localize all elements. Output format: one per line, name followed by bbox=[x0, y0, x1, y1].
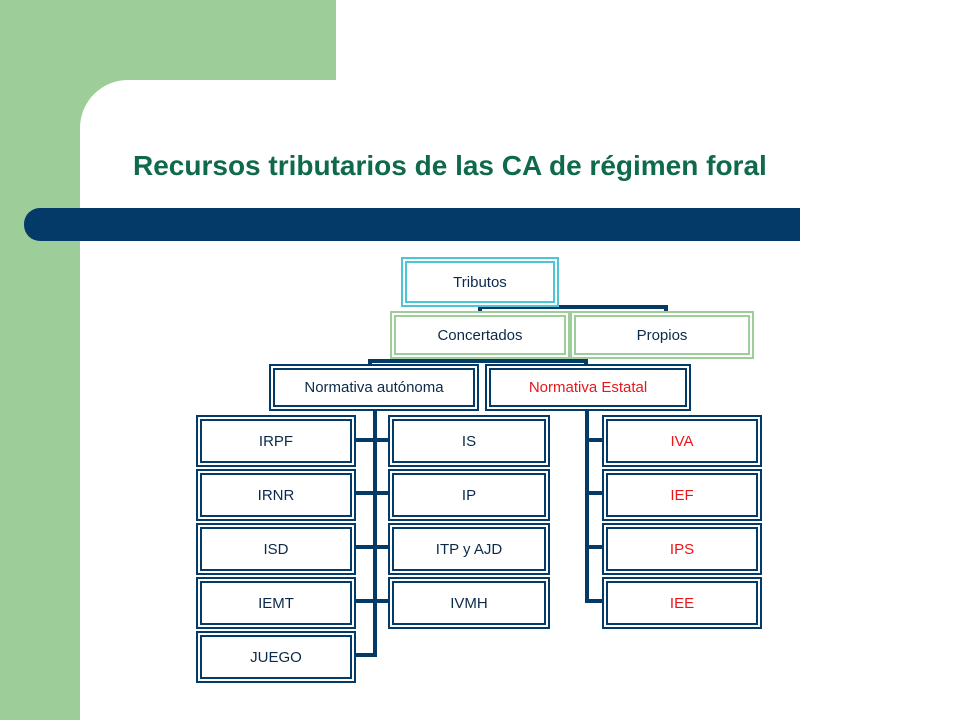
node-ief-label: IEF bbox=[670, 486, 694, 504]
node-iemt: IEMT bbox=[196, 577, 356, 629]
node-concertados: Concertados bbox=[390, 311, 570, 359]
node-iee: IEE bbox=[602, 577, 762, 629]
node-iva: IVA bbox=[602, 415, 762, 467]
node-concertados-label: Concertados bbox=[437, 326, 523, 344]
node-is: IS bbox=[388, 415, 550, 467]
node-iee-label: IEE bbox=[669, 594, 695, 612]
node-ief: IEF bbox=[602, 469, 762, 521]
node-itp-ajd: ITP y AJD bbox=[388, 523, 550, 575]
node-irpf-label: IRPF bbox=[258, 432, 294, 450]
node-itp-ajd-label: ITP y AJD bbox=[435, 540, 503, 558]
node-normativa-estatal: Normativa Estatal bbox=[485, 364, 691, 411]
node-ivmh: IVMH bbox=[388, 577, 550, 629]
node-juego: JUEGO bbox=[196, 631, 356, 683]
node-isd-label: ISD bbox=[263, 540, 289, 558]
node-ips-label: IPS bbox=[669, 540, 695, 558]
node-propios-label: Propios bbox=[636, 326, 688, 344]
node-ip-label: IP bbox=[461, 486, 477, 504]
node-ip: IP bbox=[388, 469, 550, 521]
node-tributos: Tributos bbox=[401, 257, 559, 307]
node-irpf: IRPF bbox=[196, 415, 356, 467]
title-underline-bar bbox=[24, 208, 800, 241]
node-normativa-autonoma: Normativa autónoma bbox=[269, 364, 479, 411]
node-irnr: IRNR bbox=[196, 469, 356, 521]
node-iva-label: IVA bbox=[670, 432, 694, 450]
node-juego-label: JUEGO bbox=[250, 648, 302, 666]
node-ips: IPS bbox=[602, 523, 762, 575]
background-white-top bbox=[336, 0, 960, 80]
node-normativa-autonoma-label: Normativa autónoma bbox=[304, 379, 444, 396]
slide-title: Recursos tributarios de las CA de régime… bbox=[133, 150, 767, 181]
node-ivmh-label: IVMH bbox=[450, 594, 488, 612]
node-irnr-label: IRNR bbox=[257, 486, 295, 504]
node-propios: Propios bbox=[570, 311, 754, 359]
node-iemt-label: IEMT bbox=[258, 594, 294, 612]
node-is-label: IS bbox=[461, 432, 477, 450]
node-normativa-estatal-label: Normativa Estatal bbox=[528, 379, 648, 396]
node-tributos-label: Tributos bbox=[453, 273, 507, 291]
node-isd: ISD bbox=[196, 523, 356, 575]
